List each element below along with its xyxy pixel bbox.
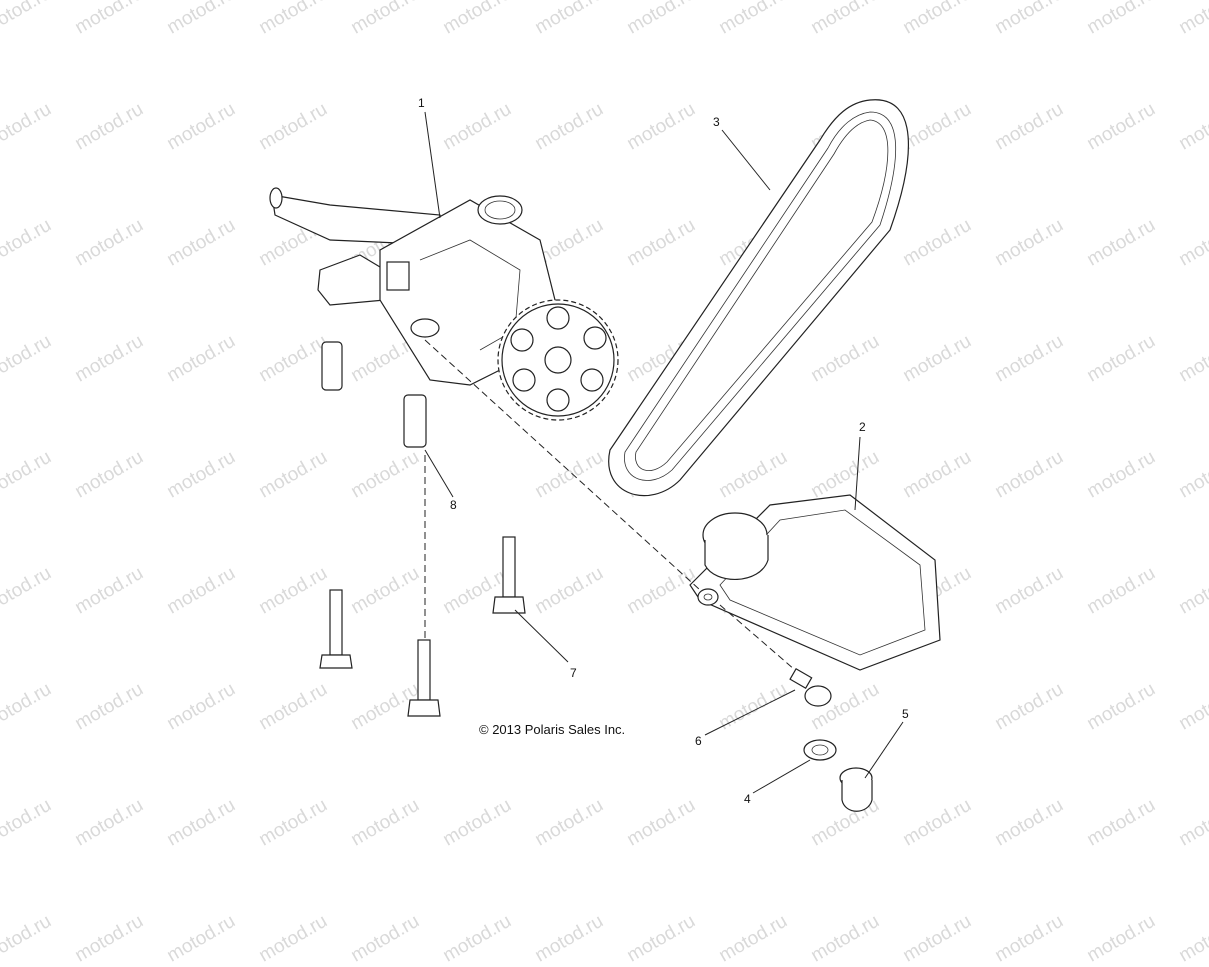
drive-belt-part (608, 99, 909, 497)
watermark-text: motod.ru (439, 910, 515, 967)
callout-4: 4 (743, 792, 752, 806)
callout-1: 1 (417, 96, 426, 110)
callout-5: 5 (901, 707, 910, 721)
copyright-notice: © 2013 Polaris Sales Inc. (479, 722, 626, 737)
dowel-pin-part (321, 341, 427, 448)
callout-8: 8 (449, 498, 458, 512)
bolt-part (319, 536, 526, 717)
watermark-text: motod.ru (255, 910, 331, 967)
drain-plug-part (839, 767, 873, 812)
callout-7: 7 (569, 666, 578, 680)
parts-diagram (269, 99, 941, 812)
watermark-text: motod.ru (991, 910, 1067, 967)
watermark-text: motod.ru (531, 910, 607, 967)
callout-3: 3 (712, 115, 721, 129)
watermark-text: motod.ru (899, 910, 975, 967)
watermark-text: motod.ru (347, 910, 423, 967)
washer-part (803, 739, 837, 761)
watermark-text: motod.ru (71, 910, 147, 967)
watermark-text: motod.ru (715, 910, 791, 967)
screw-part (789, 667, 832, 707)
callout-2: 2 (858, 420, 867, 434)
watermark-text: motod.ru (1175, 910, 1209, 967)
watermark-text: motod.ru (0, 910, 55, 967)
drive-sprocket-part (497, 299, 619, 421)
watermark-text: motod.ru (623, 910, 699, 967)
watermark-text: motod.ru (163, 910, 239, 967)
watermark-text: motod.ru (807, 910, 883, 967)
oil-strainer-part (689, 494, 941, 671)
callout-6: 6 (694, 734, 703, 748)
watermark-text: motod.ru (1083, 910, 1159, 967)
